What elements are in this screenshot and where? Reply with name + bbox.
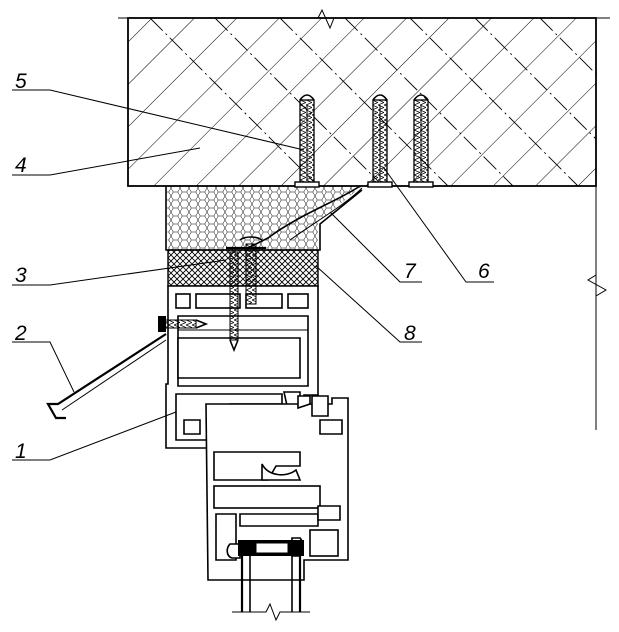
dowel-1 <box>294 94 320 188</box>
callout-2: 2 <box>14 322 27 345</box>
sash-profile <box>205 395 349 581</box>
seal-band <box>167 249 319 287</box>
callout-4: 4 <box>15 154 27 177</box>
anchor-dowels <box>294 94 434 188</box>
dowel-3 <box>408 94 434 188</box>
sealing-tape <box>247 185 363 249</box>
break-line-top <box>118 8 610 30</box>
wall-face-right <box>587 18 607 430</box>
callout-1: 1 <box>15 440 27 463</box>
glazing-unit <box>238 540 304 612</box>
callout-3: 3 <box>15 264 27 287</box>
callout-7: 7 <box>404 260 417 283</box>
drip-flashing <box>46 333 167 420</box>
callout-8: 8 <box>404 322 416 345</box>
dowel-2 <box>367 94 393 188</box>
wall-lintel <box>127 17 597 187</box>
callout-6: 6 <box>478 260 490 283</box>
drip-screw <box>158 316 209 332</box>
foam-insulation <box>165 186 363 251</box>
leader-lines <box>12 89 494 461</box>
break-line-bottom <box>232 602 310 622</box>
callout-5: 5 <box>15 70 27 93</box>
anchor-screw-long <box>226 236 266 353</box>
